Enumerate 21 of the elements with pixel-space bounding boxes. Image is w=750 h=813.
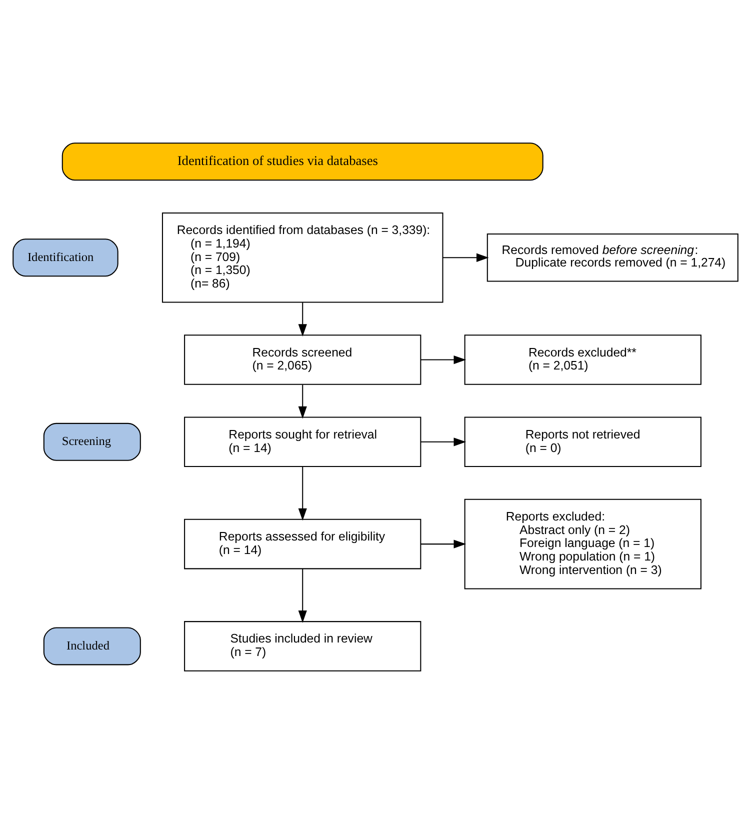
node-box: Reports not retrieved (n = 0) — [464, 416, 701, 467]
node-box: Screening — [42, 422, 140, 460]
arrow — [298, 384, 306, 418]
node-box: Studies included in review (n = 7) — [184, 620, 421, 671]
node-box: Reports excluded: Abstract only (n = 2) Foreign language (n = 1) Wrong population (n = 1) Wrong intervention (n = 3) — [464, 498, 701, 589]
node-box: Records excluded** (n = 2,051) — [464, 334, 701, 384]
node-box: Identification — [12, 238, 118, 276]
arrow — [420, 539, 466, 548]
node-box: Records removed before screening: Duplicate records removed (n = 1,274) — [486, 233, 738, 282]
node-box: Included — [42, 626, 140, 665]
arrow — [442, 252, 488, 262]
node-box: Records screened (n = 2,065) — [184, 334, 421, 384]
arrow — [420, 437, 466, 446]
arrow — [298, 302, 306, 336]
node-box: Identification of studies via databases — [61, 142, 543, 180]
node-box: Records identified from databases (n = 3,339): (n = 1,194) (n = 709) (n = 1,350) (n= 86) — [161, 212, 443, 302]
arrow — [298, 466, 306, 520]
arrow — [298, 568, 306, 622]
node-box: Reports assessed for eligibility (n = 14) — [184, 518, 421, 569]
node-box: Reports sought for retrieval (n = 14) — [184, 416, 421, 467]
arrow — [420, 354, 466, 364]
